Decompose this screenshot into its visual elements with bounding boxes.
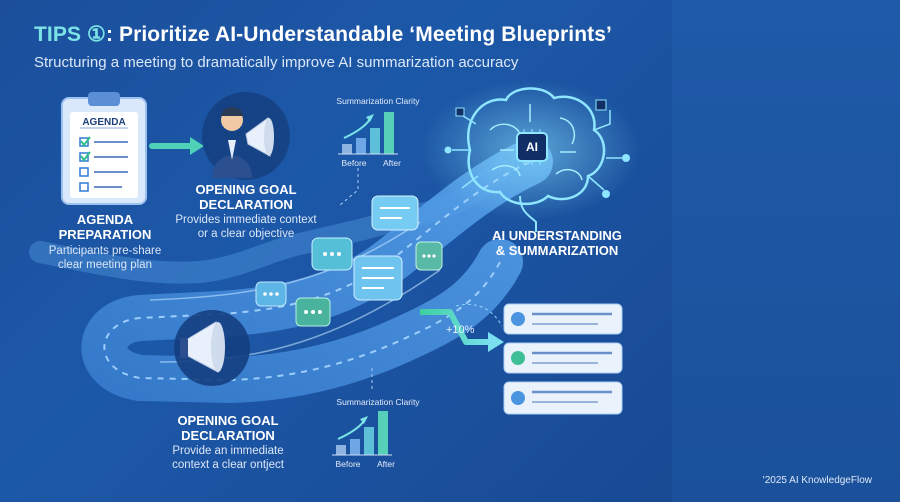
chat-bubble-icon [295, 297, 331, 327]
arrow-agenda-to-goal [149, 137, 204, 155]
chart-trend-arrow [343, 115, 373, 139]
chat-bubble-icon [371, 195, 419, 231]
chart-bar [384, 112, 394, 154]
chart-bar [370, 128, 380, 154]
goal-bottom-title-line2: DECLARATION [181, 428, 275, 443]
chart-trend-arrowhead [360, 416, 368, 424]
chart-bottom-before-label: Before [335, 459, 361, 469]
agenda-clipboard-icon [61, 92, 147, 205]
chart-bar [378, 411, 388, 455]
agenda-step-desc: Participants pre-share clear meeting pla… [34, 244, 176, 272]
ai-chip-label: AI [526, 140, 538, 154]
chat-bubble-icon [353, 255, 403, 301]
goal-bottom-title-line1: OPENING GOAL [177, 413, 279, 428]
chart-bar [356, 138, 366, 154]
chart-bar [364, 427, 374, 455]
goal-top-title-line1: OPENING GOAL [195, 182, 297, 197]
page-title: TIPS ①: Prioritize AI-Understandable ‘Me… [34, 22, 612, 47]
summary-card [503, 381, 623, 415]
goal-top-desc-line2: or a clear objective [197, 228, 295, 240]
page-subtitle: Structuring a meeting to dramatically im… [34, 54, 519, 71]
agenda-card-label: AGENDA [82, 117, 126, 128]
agenda-title-line1: AGENDA [76, 212, 134, 227]
agenda-desc-line1: Participants pre-share [48, 245, 162, 257]
agenda-desc-line2: clear meeting plan [58, 259, 152, 271]
chat-bubbles [255, 195, 443, 327]
ai-title-line1: AI UNDERSTANDING [492, 228, 622, 243]
agenda-step-title: AGENDA PREPARATION [40, 212, 170, 242]
chat-bubble-icon [415, 241, 443, 271]
chat-bubble-icon [311, 237, 353, 271]
connector-line [339, 168, 359, 206]
side-panel [672, 0, 900, 502]
ai-title-line2: & SUMMARIZATION [495, 243, 619, 258]
goal-bottom-step-desc: Provide an immediate context a clear ont… [158, 444, 298, 472]
summary-card [503, 303, 623, 335]
chart-top-before-label: Before [341, 158, 367, 168]
chart-bottom-after-label: After [377, 459, 395, 469]
goal-top-title-line2: DECLARATION [199, 197, 293, 212]
title-text: : Prioritize AI-Understandable ‘Meeting … [105, 23, 612, 46]
chart-top-after-label: After [383, 158, 401, 168]
title-tips-label: TIPS ① [34, 23, 106, 46]
improvement-label: +10% [446, 324, 475, 336]
winding-path [29, 139, 553, 403]
goal-top-step-desc: Provides immediate context or a clear ob… [170, 213, 322, 241]
ai-step-title: AI UNDERSTANDING & SUMMARIZATION [482, 228, 632, 258]
goal-bottom-desc-line1: Provide an immediate [172, 445, 284, 457]
goal-bottom-step-title: OPENING GOAL DECLARATION [166, 413, 290, 443]
chart-bar [336, 445, 346, 455]
summary-card [503, 342, 623, 374]
copyright-text: '2025 AI KnowledgeFlow [762, 475, 872, 486]
chart-bar [350, 439, 360, 455]
agenda-title-line2: PREPARATION [58, 227, 152, 242]
arrow-to-summary [420, 304, 504, 352]
megaphone-icon [174, 310, 250, 386]
chart-bottom-title: Summarization Clarity [336, 397, 420, 407]
goal-bottom-desc-line2: context a clear ontject [172, 459, 284, 471]
goal-top-step-title: OPENING GOAL DECLARATION [184, 182, 308, 212]
chart-trend-arrowhead [366, 114, 374, 122]
speaker-megaphone-icon [202, 92, 290, 180]
chat-bubble-icon [255, 281, 287, 307]
summary-cards [503, 303, 623, 415]
chart-top-bars [338, 112, 398, 155]
chart-bottom-bars [332, 411, 392, 456]
brain-icon [420, 80, 640, 232]
goal-top-desc-line1: Provides immediate context [175, 214, 317, 226]
chart-top-title: Summarization Clarity [336, 96, 420, 106]
chart-bar [342, 144, 352, 154]
